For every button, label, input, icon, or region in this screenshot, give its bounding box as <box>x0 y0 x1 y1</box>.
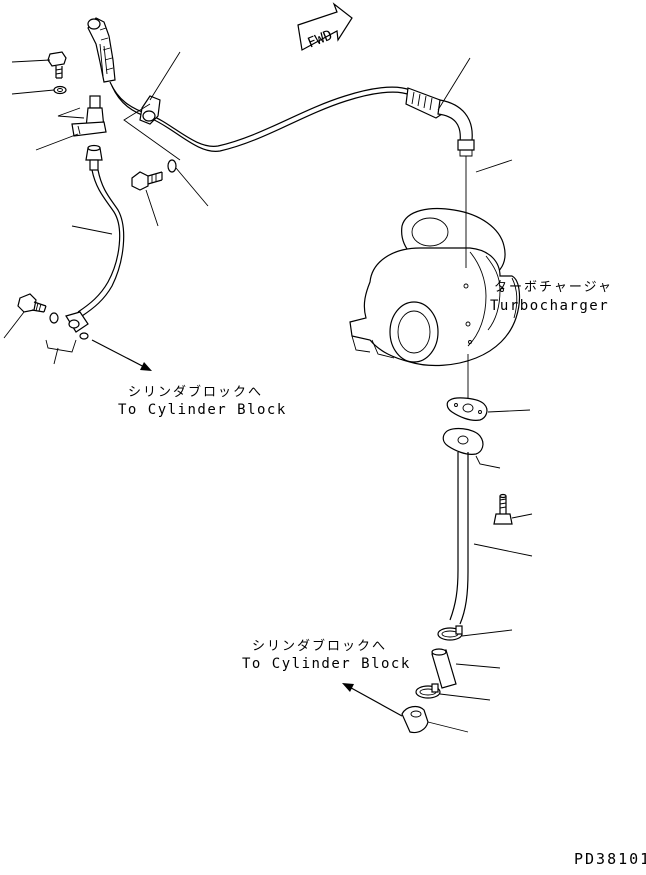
oil-drain-pipe <box>449 452 459 621</box>
turbocharger-icon <box>349 207 521 367</box>
cylinder-block-label-en-1: To Cylinder Block <box>118 402 287 418</box>
bolt-upper-left <box>47 51 67 79</box>
hose-clamp-lower <box>415 683 441 699</box>
union-connector <box>71 95 107 137</box>
cylinder-block-label-jp-1: シリンダブロックへ <box>128 384 263 400</box>
arrow-to-cylinder-block-2 <box>342 683 403 717</box>
gasket-upper <box>446 397 488 421</box>
fwd-arrow-icon: FWD <box>297 2 353 52</box>
drawing-code: PD38101 <box>574 850 646 868</box>
hose-clip <box>139 95 161 125</box>
hose-elbow-fitting <box>405 87 475 157</box>
oil-supply-pipe <box>77 169 121 313</box>
turbocharger-label-jp: ターボチャージャ <box>494 280 613 295</box>
washer-center <box>167 159 177 173</box>
hose-clamp-upper <box>437 625 463 641</box>
turbocharger-label-en: Turbocharger <box>490 298 609 314</box>
pipe-fitting-top <box>85 144 103 171</box>
bolt-center <box>131 171 163 191</box>
arrow-to-cylinder-block-1 <box>91 339 152 371</box>
washer-lower-left <box>49 312 59 324</box>
cylinder-block-label-jp-2: シリンダブロックへ <box>252 638 387 654</box>
rubber-hose <box>431 648 457 689</box>
bolt-right <box>493 493 513 525</box>
upper-hose-fitting <box>87 17 116 83</box>
cylinder-block-label-en-2: To Cylinder Block <box>242 656 411 672</box>
drain-pipe-flange <box>442 427 484 455</box>
bolt-lower-left <box>17 293 47 313</box>
fwd-label: FWD <box>305 27 334 51</box>
pipe-fitting-bottom <box>65 311 89 340</box>
elbow-connector <box>401 705 429 734</box>
washer-upper-left <box>53 85 67 95</box>
